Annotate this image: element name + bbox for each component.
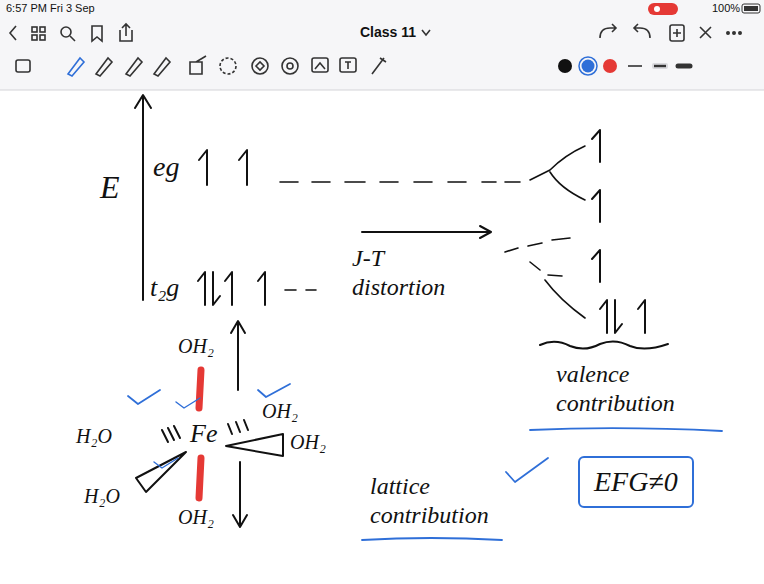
battery-level	[744, 6, 758, 11]
energy-axis-label: E	[100, 168, 120, 206]
color-swatch-blue	[582, 60, 595, 73]
orbital-label: eg	[153, 150, 179, 184]
process-label: J-T distortion	[352, 244, 472, 302]
battery-icon	[742, 4, 760, 13]
notebook-title: Class 11	[360, 24, 416, 41]
ligand-label: H₂O	[76, 424, 112, 448]
battery-percent: 100%	[712, 2, 740, 15]
toolbar-background	[0, 0, 764, 90]
ligand-label: OH₂	[290, 430, 326, 454]
pen-width-medium	[654, 65, 666, 67]
orbital-label: t₂g	[150, 272, 179, 303]
color-swatch-black	[558, 59, 572, 73]
note-label: lattice contribution	[370, 472, 520, 530]
ligand-label: OH₂	[178, 505, 214, 529]
record-indicator	[648, 3, 678, 15]
color-swatch-ring	[579, 57, 597, 75]
toolbar-divider	[0, 90, 764, 91]
ligand-label: OH₂	[262, 399, 298, 423]
boxed-result: EFG≠0	[578, 456, 694, 508]
energy-level-diagram	[135, 95, 668, 527]
ligand-label: OH₂	[178, 334, 214, 358]
pen-width-selected	[652, 63, 668, 69]
note-label: valence contribution	[556, 360, 746, 418]
toolbar-icons	[10, 24, 741, 76]
color-swatch-red	[603, 59, 617, 73]
metal-label: Fe	[190, 418, 217, 449]
record-dot	[654, 6, 660, 12]
ligand-label: H₂O	[84, 484, 120, 508]
status-time: 6:57 PM Fri 3 Sep	[6, 2, 95, 15]
node-text: EFG≠0	[594, 466, 678, 498]
pen-width-thick	[678, 64, 690, 69]
